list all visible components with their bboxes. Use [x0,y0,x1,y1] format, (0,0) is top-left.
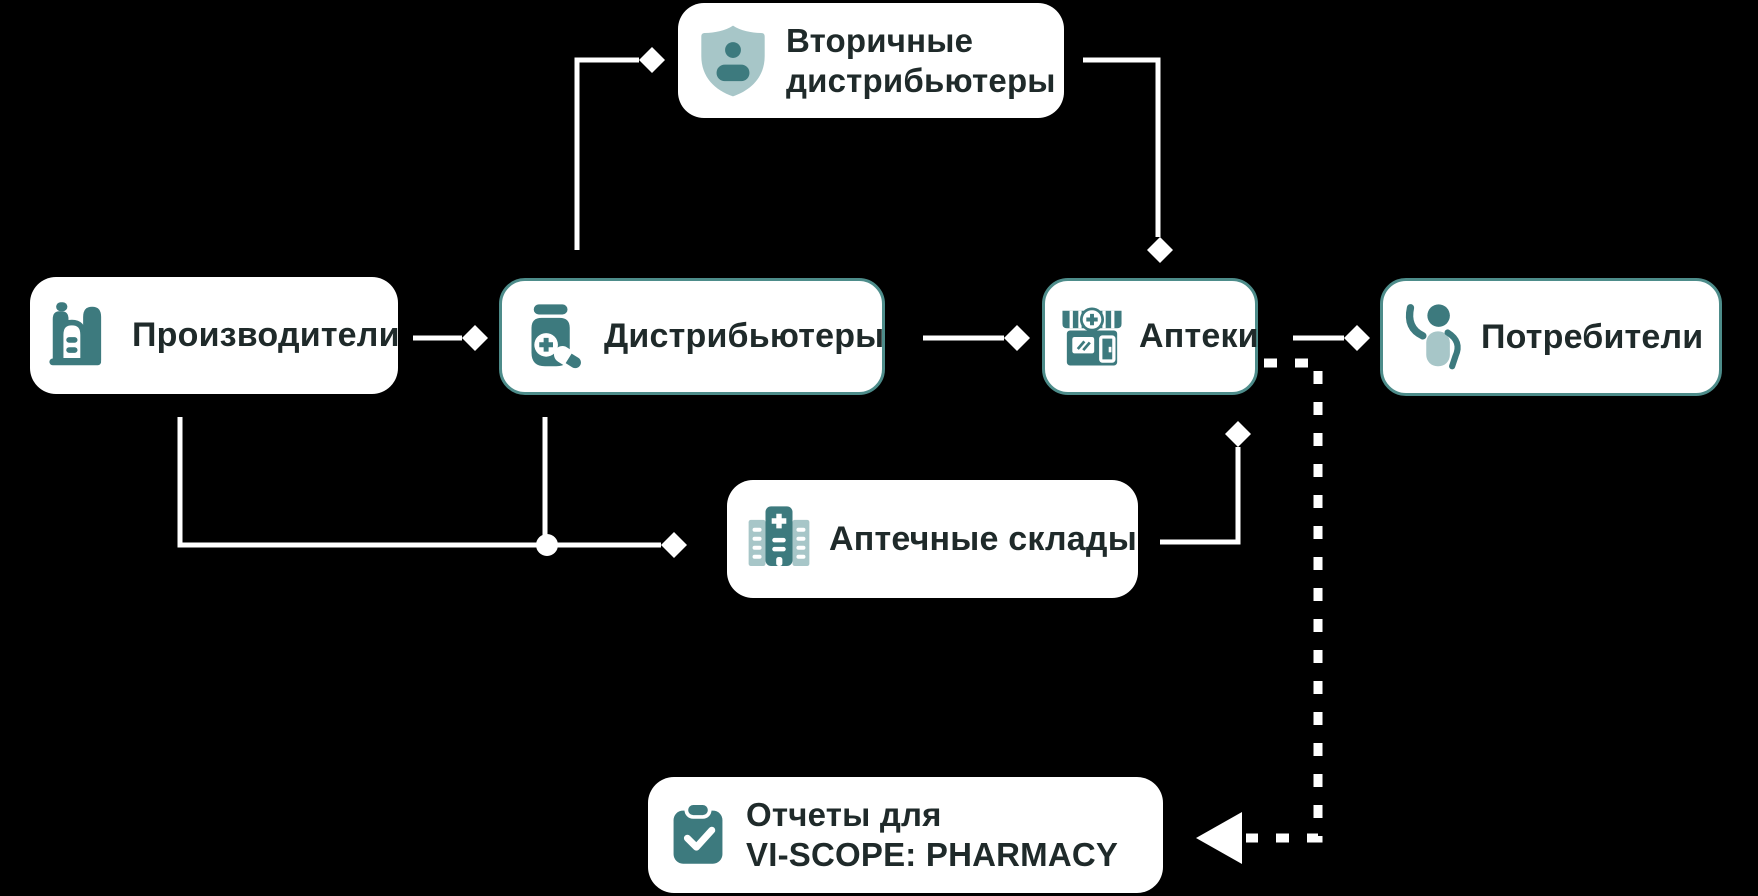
triangle-arrowhead [1196,812,1242,864]
node-label: Отчеты для VI-SCOPE: PHARMACY [746,795,1118,874]
node-label: Аптечные склады [829,519,1137,558]
diamond-arrowhead [462,325,488,351]
edge-warehouses-pharmacies [1160,421,1251,545]
medicine-jar-icon [518,301,590,373]
node-manufacturers: Производители [30,277,400,394]
node-label: Дистрибьютеры [604,317,885,356]
edge-distributors-pharmacies [923,325,1030,351]
edge-secondary-pharmacies [1083,57,1173,263]
node-pharmacies: Аптеки [1042,278,1259,395]
edge-pharmacies-reports [1196,358,1323,864]
clipboard-check-icon [664,801,732,869]
person-raising-hand-icon [1397,301,1469,373]
factory-icon [46,300,118,372]
label-line-2: дистрибьютеры [786,61,1056,99]
junction-dot [536,534,558,556]
diamond-arrowhead [1004,325,1030,351]
edge-distributors-secondary [574,47,665,250]
diamond-arrowhead [1344,325,1370,351]
node-label: Потребители [1481,317,1704,356]
shield-person-icon [694,22,772,100]
diamond-arrowhead [1147,237,1173,263]
node-consumers: Потребители [1380,278,1722,396]
node-label: Производители [132,316,400,355]
edge-pharmacies-consumers [1293,325,1370,351]
node-secondary-distributors: Вторичные дистрибьютеры [678,3,1064,118]
node-distributors: Дистрибьютеры [499,278,885,395]
edge-manufacturers-distributors [413,325,488,351]
pharmacy-storefront-icon [1057,302,1127,372]
node-warehouses: Аптечные склады [727,480,1138,598]
diamond-arrowhead [661,532,687,558]
pharmacy-warehouse-icon [743,503,815,575]
label-line-2: VI-SCOPE: PHARMACY [746,836,1119,873]
label-line-1: Вторичные [786,21,974,59]
node-label: Аптеки [1139,317,1259,356]
edge-manufacturers-warehouses [177,417,687,558]
diamond-arrowhead [639,47,665,73]
node-reports: Отчеты для VI-SCOPE: PHARMACY [648,777,1163,893]
edge-distributors-warehouses [536,417,558,556]
node-label: Вторичные дистрибьютеры [786,21,1056,100]
diamond-arrowhead [1225,421,1251,447]
label-line-1: Отчеты для [746,796,942,834]
